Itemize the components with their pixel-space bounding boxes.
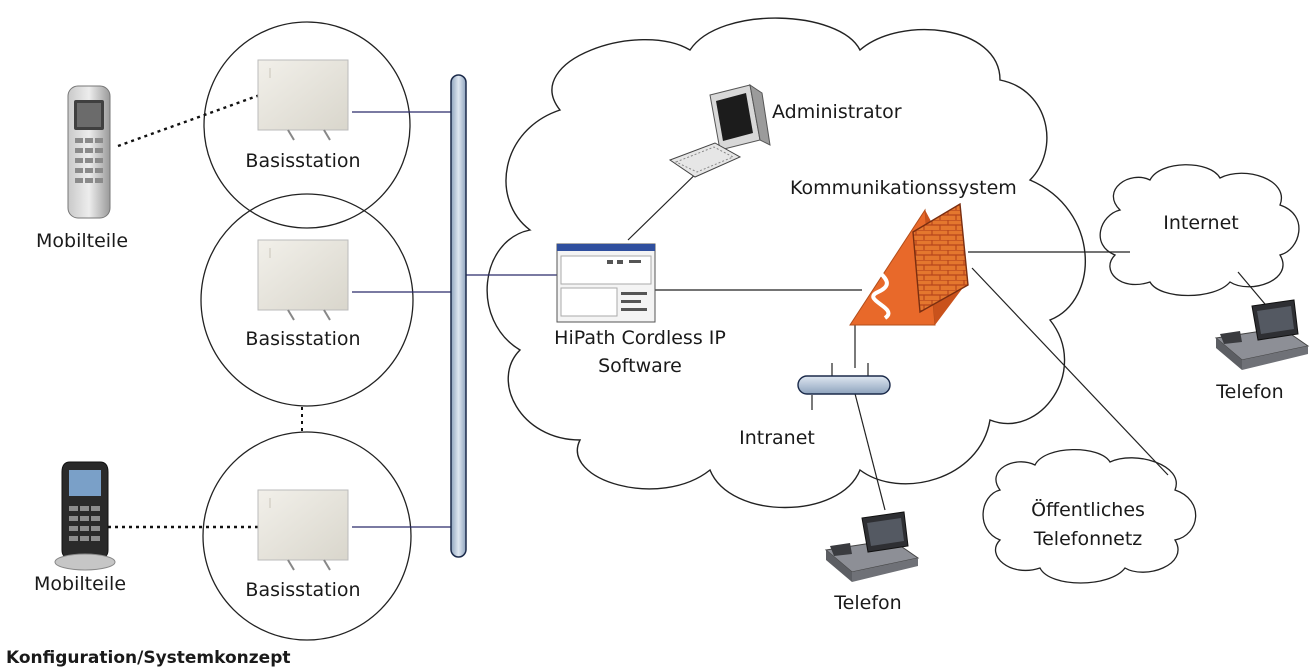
internet-cloud [1099, 164, 1300, 297]
coverage-circle-2 [200, 193, 414, 407]
handsets-top-label: Mobilteile [36, 230, 128, 252]
handset-top-icon [67, 85, 111, 219]
intranet-label: Intranet [739, 427, 815, 449]
coverage-circle-1 [203, 21, 411, 229]
public-network-label-line1: Öffentliches [1031, 498, 1145, 521]
intranet-bus [797, 363, 891, 410]
lan-bus [450, 74, 467, 558]
base-station-1-icon [257, 59, 349, 141]
base-station-3-icon [257, 489, 349, 571]
handset-bottom-icon [54, 461, 116, 571]
base-station-2-label: Basisstation [245, 328, 360, 350]
administrator-pc-icon [668, 83, 771, 178]
software-label-line2: Software [598, 355, 682, 377]
telephone-right-label: Telefon [1215, 381, 1283, 403]
telephone-bottom-label: Telefon [833, 592, 901, 614]
public-network-label-line2: Telefonnetz [1033, 528, 1143, 550]
public-network-cloud [982, 448, 1197, 584]
software-window-icon [556, 243, 656, 323]
base-station-1-label: Basisstation [245, 150, 360, 172]
base-station-3-label: Basisstation [245, 579, 360, 601]
communication-system-firewall-icon [849, 202, 969, 326]
network-cloud [486, 17, 1086, 509]
administrator-label: Administrator [772, 101, 902, 123]
telephone-right-icon [1214, 299, 1310, 370]
software-label-line1: HiPath Cordless IP [554, 327, 726, 349]
internet-label: Internet [1163, 212, 1238, 234]
telephone-bottom-icon [824, 511, 920, 582]
base-station-2-icon [257, 239, 349, 321]
comm-system-label: Kommunikationssystem [790, 177, 1017, 199]
coverage-circle-3 [202, 431, 412, 641]
figure-caption: Konfiguration/Systemkonzept [6, 648, 291, 668]
handsets-bottom-label: Mobilteile [34, 573, 126, 595]
